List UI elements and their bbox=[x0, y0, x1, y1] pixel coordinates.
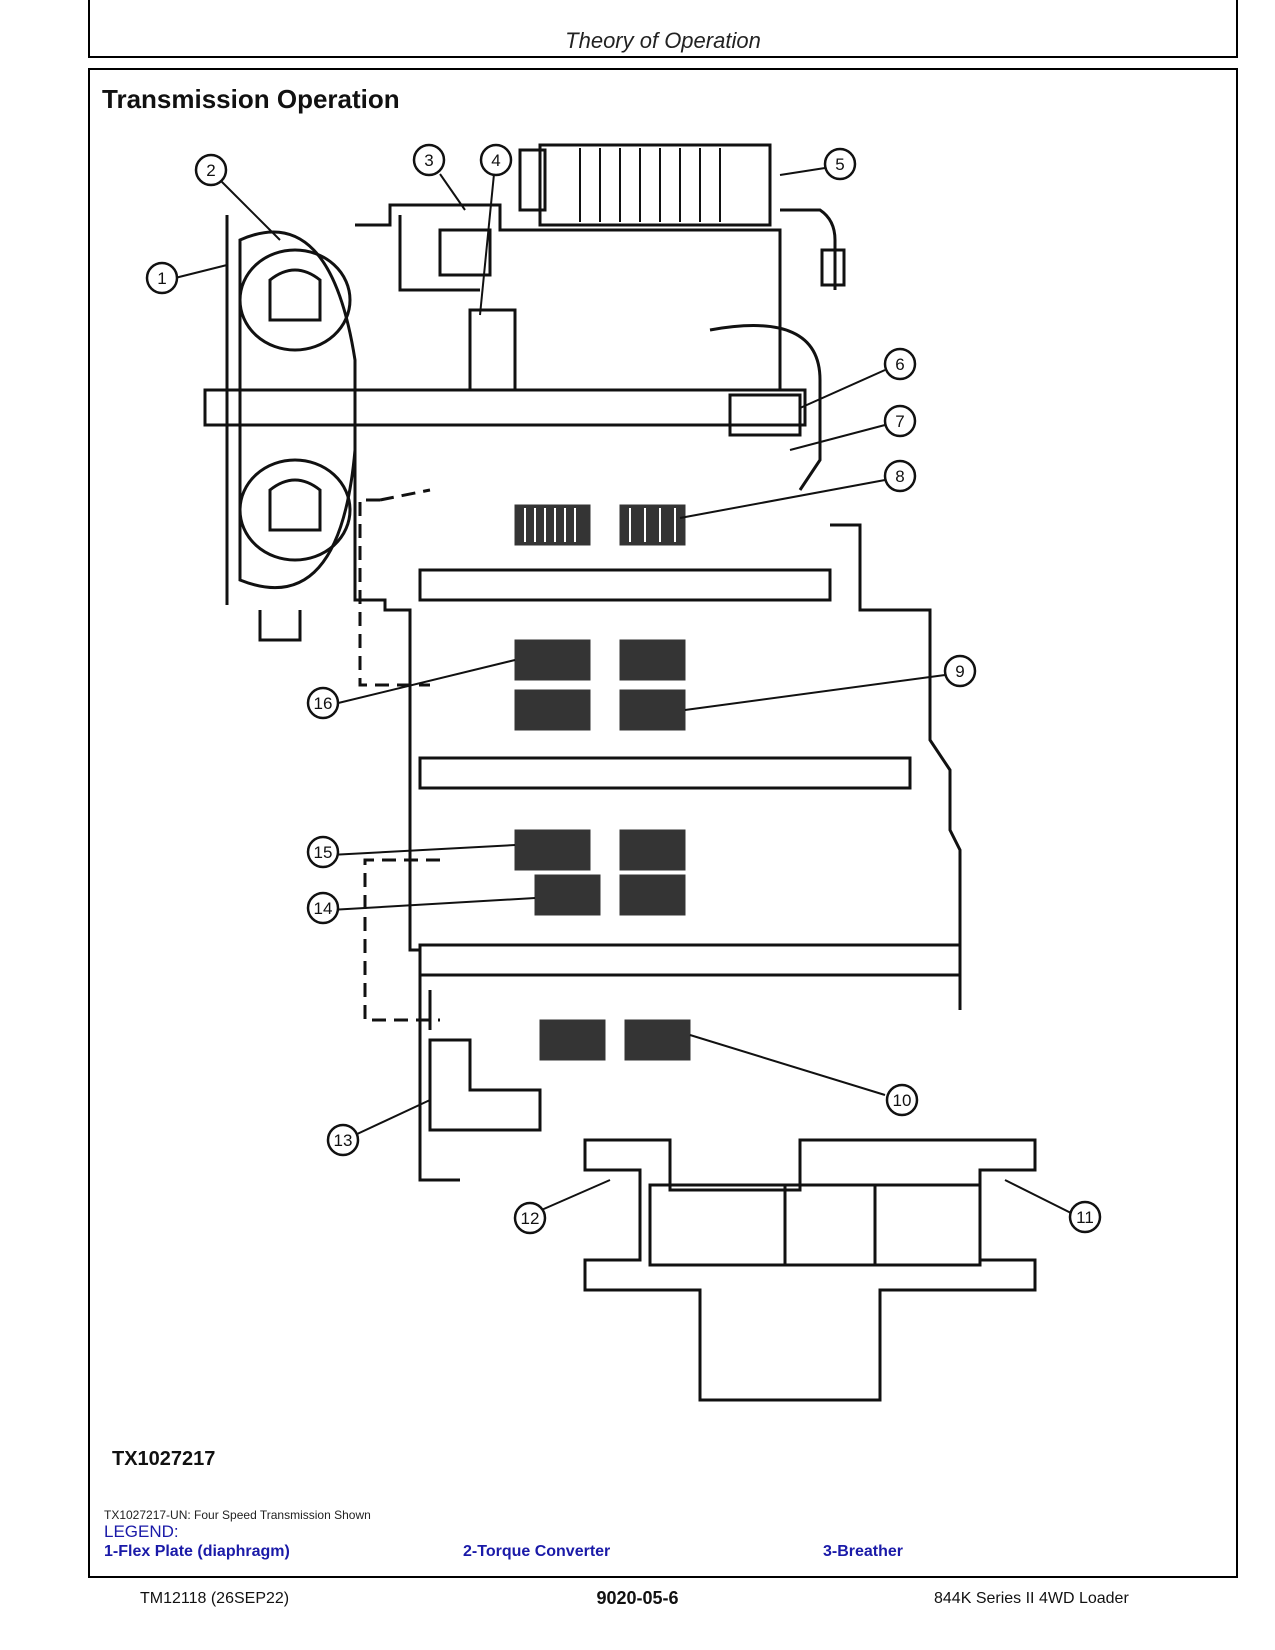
section-title: Transmission Operation bbox=[102, 84, 400, 114]
legend-item-3: 3-Breather bbox=[823, 1543, 904, 1560]
footer-page-number: 9020-05-6 bbox=[596, 1588, 679, 1608]
callout-12: 12 bbox=[521, 1209, 540, 1228]
footer-manual-id: TM12118 (26SEP22) bbox=[140, 1590, 290, 1607]
callout-4: 4 bbox=[491, 151, 500, 170]
callout-15: 15 bbox=[314, 843, 333, 862]
callout-14: 14 bbox=[314, 899, 333, 918]
callout-13: 13 bbox=[334, 1131, 353, 1150]
callout-7: 7 bbox=[895, 412, 904, 431]
figure-caption: TX1027217-UN: Four Speed Transmission Sh… bbox=[104, 1508, 371, 1522]
legend-item-2: 2-Torque Converter bbox=[463, 1543, 611, 1560]
callout-5: 5 bbox=[835, 155, 844, 174]
callout-1: 1 bbox=[157, 269, 166, 288]
legend-heading: LEGEND: bbox=[104, 1522, 179, 1541]
callout-16: 16 bbox=[314, 694, 333, 713]
callout-10: 10 bbox=[893, 1091, 912, 1110]
transmission-cross-section-diagram: 1 2 3 4 5 6 7 8 9 10 11 12 13 14 15 16 bbox=[145, 143, 1102, 1402]
callout-8: 8 bbox=[895, 467, 904, 486]
callout-6: 6 bbox=[895, 355, 904, 374]
callout-3: 3 bbox=[424, 151, 433, 170]
content-frame bbox=[88, 68, 1238, 1578]
callout-11: 11 bbox=[1076, 1208, 1094, 1227]
figure-id: TX1027217 bbox=[112, 1448, 216, 1470]
legend-item-1: 1-Flex Plate (diaphragm) bbox=[104, 1543, 290, 1560]
footer-model: 844K Series II 4WD Loader bbox=[934, 1590, 1129, 1607]
header-title: Theory of Operation bbox=[565, 28, 761, 53]
page-header: Theory of Operation bbox=[88, 0, 1238, 58]
callout-2: 2 bbox=[206, 161, 215, 180]
callout-9: 9 bbox=[955, 662, 964, 681]
